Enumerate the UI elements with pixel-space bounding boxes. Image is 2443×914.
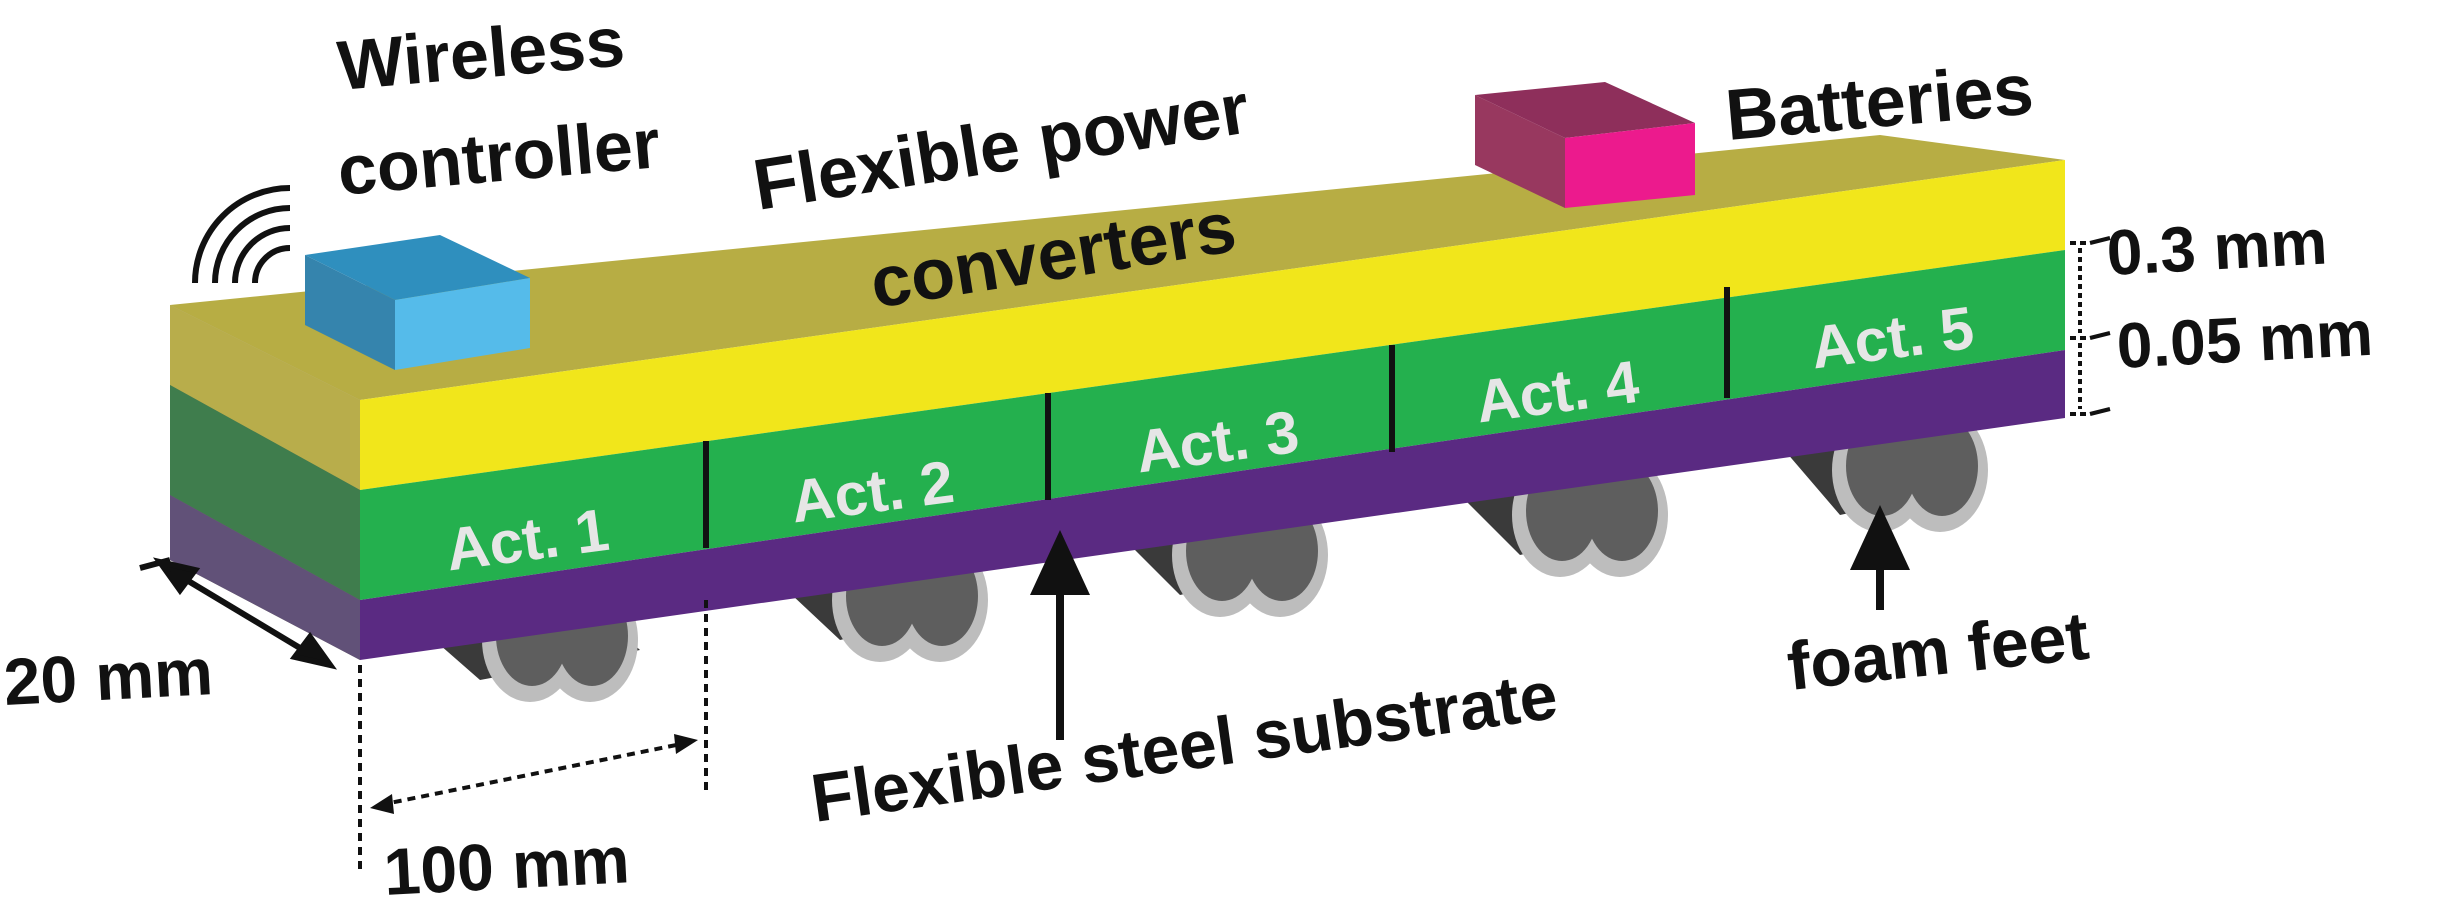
wireless-signal-icon [192,185,291,284]
steel-substrate [360,350,2065,660]
width-label: 20 mm [2,634,215,719]
thickness-dimension [2070,236,2111,416]
batteries-box [1475,82,1695,208]
length-dimension [358,600,708,870]
thickness-top-label: 0.3 mm [2105,206,2329,289]
converter-layer [360,160,2065,490]
arrow-up-icon [1030,530,1090,740]
actuator-layer [360,250,2065,600]
batteries-label: Batteries [1722,49,2036,156]
arrow-up-icon [1850,505,1910,610]
thickness-bottom-label: 0.05 mm [2115,297,2375,382]
substrate-label: Flexible steel substrate [807,657,1562,837]
length-label: 100 mm [382,822,631,909]
wireless-label-line1: Wireless [335,2,628,105]
wireless-label-line2: controller [335,104,663,210]
width-dimension [139,557,338,670]
feet-label: foam feet [1784,598,2093,705]
wireless-controller-box [305,235,530,370]
